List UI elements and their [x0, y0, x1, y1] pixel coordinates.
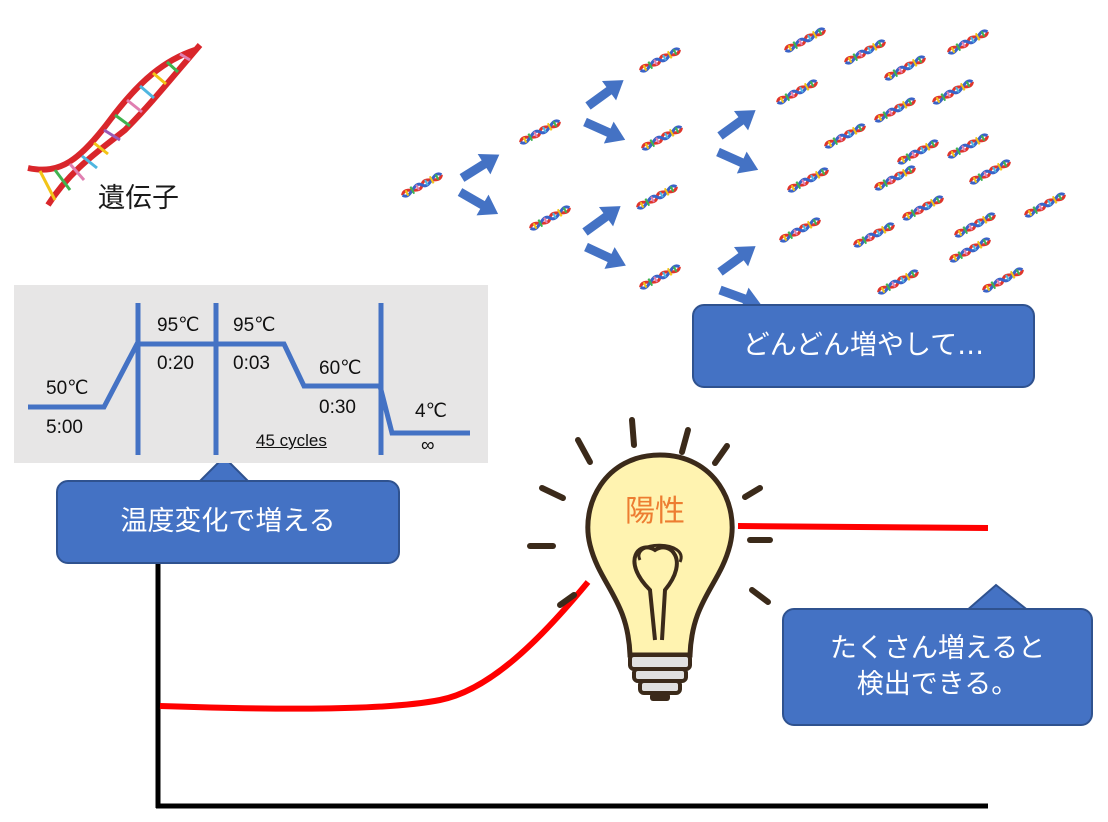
callout-amplify-text: どんどん増やして… [692, 304, 1035, 388]
pcr-step3-time: 0:03 [233, 353, 270, 374]
gene-label: 遺伝子 [98, 183, 179, 214]
pcr-step2-time: 0:20 [157, 353, 194, 374]
pcr-step5-temp: 4℃ [415, 401, 447, 422]
pcr-step3-temp: 95℃ [233, 315, 276, 336]
pcr-step4-time: 0:30 [319, 397, 356, 418]
pcr-step1-time: 5:00 [46, 417, 83, 438]
callout-detect-line1: たくさん増えると [829, 632, 1046, 664]
callout-detect-line2: 検出できる。 [856, 669, 1019, 700]
pcr-program-panel: 50℃ 5:00 95℃ 0:20 95℃ 0:03 60℃ 0:30 4℃ ∞… [14, 285, 488, 463]
amplification-arrows [454, 70, 765, 316]
callout-detect-box: たくさん増えると 検出できる。 [782, 608, 1093, 726]
pcr-temperature-profile [28, 303, 470, 455]
detection-graph [155, 523, 989, 809]
pcr-step4-temp: 60℃ [319, 358, 362, 379]
callout-temperature-text: 温度変化で増える [56, 480, 400, 564]
light-bulb-icon [527, 417, 773, 701]
amplification-curve [159, 580, 591, 712]
gene-dna-illustration [27, 43, 203, 207]
amplification-plateau [737, 523, 989, 531]
pcr-step5-time: ∞ [421, 435, 435, 456]
pcr-step2-temp: 95℃ [157, 315, 200, 336]
positive-label: 陽性 [625, 494, 685, 529]
pcr-cycles-label: 45 cycles [256, 431, 327, 450]
pcr-step1-temp: 50℃ [46, 378, 89, 399]
